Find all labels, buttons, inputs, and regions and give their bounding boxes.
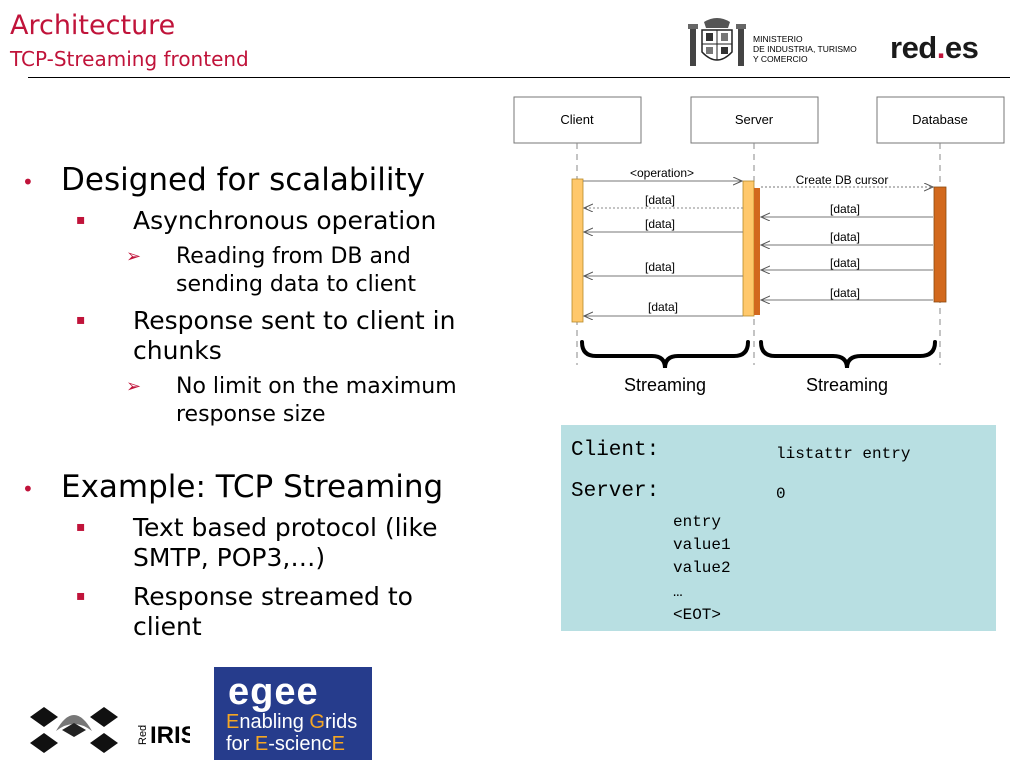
client-label: Client:: [571, 439, 660, 462]
streaming-brace-client: [580, 340, 750, 369]
egee-tagline-2: for E-sciencE: [226, 733, 345, 755]
bullet-reading-from-db-2: sending data to client: [176, 272, 416, 297]
egee-highlight: G: [309, 711, 325, 733]
data-label-client-2: [data]: [645, 217, 675, 231]
data-label-db-1: [data]: [830, 202, 860, 216]
actor-server-box: [690, 96, 819, 144]
brand-red: red: [890, 30, 937, 65]
ministry-line-3: Y COMERCIO: [753, 54, 808, 64]
red-es-logo: red.es: [890, 30, 979, 66]
bullet-text-protocol-1: Text based protocol (like: [133, 513, 438, 542]
slide-title: Architecture: [10, 10, 176, 41]
egee-text: -scienc: [268, 733, 332, 755]
actor-database-box: [876, 96, 1005, 144]
egee-text: nabling: [239, 711, 310, 733]
bullet-text-protocol-2: SMTP, POP3,…): [133, 543, 326, 572]
sequence-diagram-svg: Client Server Database <operation> Creat…: [513, 96, 1005, 395]
brand-dot: .: [936, 30, 946, 65]
response-eot-line: <EOT>: [673, 606, 722, 624]
egee-highlight: E: [331, 733, 345, 755]
bullet-reading-from-db-1: Reading from DB and: [176, 244, 411, 269]
database-activation-bar: [933, 186, 947, 303]
bullet-marker: •: [22, 170, 34, 194]
bullet-marker: ▪: [76, 519, 86, 535]
ministry-name: MINISTERIO DE INDUSTRIA, TURISMO Y COMER…: [753, 34, 857, 64]
bullet-no-limit-1: No limit on the maximum: [176, 374, 457, 399]
bullet-asynchronous-operation: Asynchronous operation: [133, 206, 437, 235]
operation-label: <operation>: [630, 166, 694, 180]
actor-database-label: Database: [912, 112, 968, 127]
response-line: entry: [673, 513, 722, 531]
bullet-example-tcp-streaming: Example: TCP Streaming: [61, 469, 444, 505]
data-label-db-2: [data]: [830, 230, 860, 244]
brand-es: es: [944, 30, 979, 65]
client-command: listattr entry: [776, 445, 911, 463]
bullet-no-limit-2: response size: [176, 402, 326, 427]
rediris-icon: Red IRIS: [30, 707, 197, 753]
data-label-client-1: [data]: [645, 193, 675, 207]
response-line: …: [673, 583, 683, 601]
sequence-diagram: Client Server Database <operation> Creat…: [505, 90, 1020, 410]
streaming-label-client: Streaming: [624, 375, 706, 395]
data-label-db-3: [data]: [830, 256, 860, 270]
response-line: value1: [673, 536, 731, 554]
server-label: Server:: [571, 480, 660, 503]
arrow-bullet-marker: ➢: [126, 376, 142, 397]
bullet-response-streamed-1: Response streamed to: [133, 582, 413, 611]
bullet-marker: ▪: [76, 312, 86, 328]
egee-text: rids: [324, 711, 358, 733]
bullet-designed-for-scalability: Designed for scalability: [61, 162, 425, 198]
coat-of-arms-icon: [688, 18, 746, 66]
ministry-line-2: DE INDUSTRIA, TURISMO: [753, 44, 857, 54]
egee-title: egee: [228, 671, 319, 713]
rediris-red-text: Red: [137, 725, 149, 745]
streaming-brace-db: [759, 340, 937, 369]
bullet-marker: ▪: [76, 588, 86, 604]
data-label-client-4: [data]: [648, 300, 678, 314]
header-divider: [28, 77, 1010, 78]
ministry-logo: MINISTERIO DE INDUSTRIA, TURISMO Y COMER…: [688, 14, 868, 70]
bullet-response-streamed-2: client: [133, 612, 202, 641]
protocol-example-box: Client: listattr entry Server: 0 entry v…: [561, 425, 996, 631]
streaming-label-db: Streaming: [806, 375, 888, 395]
egee-highlight: E: [226, 711, 240, 733]
bullet-marker: •: [22, 477, 34, 501]
data-label-db-4: [data]: [830, 286, 860, 300]
actor-client-label: Client: [560, 112, 594, 127]
egee-text: for: [226, 733, 255, 755]
egee-highlight: E: [254, 733, 269, 755]
ministry-line-1: MINISTERIO: [753, 34, 803, 44]
bullet-marker: ▪: [76, 212, 86, 228]
actor-server-label: Server: [735, 112, 774, 127]
rediris-iris-text: IRIS: [150, 722, 190, 749]
bullet-response-in-chunks-2: chunks: [133, 336, 222, 365]
response-line: value2: [673, 559, 731, 577]
egee-tagline-1: Enabling Grids: [226, 711, 357, 733]
bullet-response-in-chunks-1: Response sent to client in: [133, 306, 456, 335]
client-activation-bar: [571, 178, 584, 323]
slide-subtitle: TCP-Streaming frontend: [10, 47, 249, 71]
rediris-logo: Red IRIS: [30, 703, 197, 758]
server-status-code: 0: [776, 485, 786, 503]
server-activation-bar: [742, 180, 755, 317]
data-label-client-3: [data]: [645, 260, 675, 274]
arrow-bullet-marker: ➢: [126, 246, 142, 267]
server-secondary-bar: [754, 188, 760, 315]
create-cursor-label: Create DB cursor: [796, 173, 889, 187]
egee-logo: egee Enabling Grids for E-sciencE: [214, 667, 372, 760]
